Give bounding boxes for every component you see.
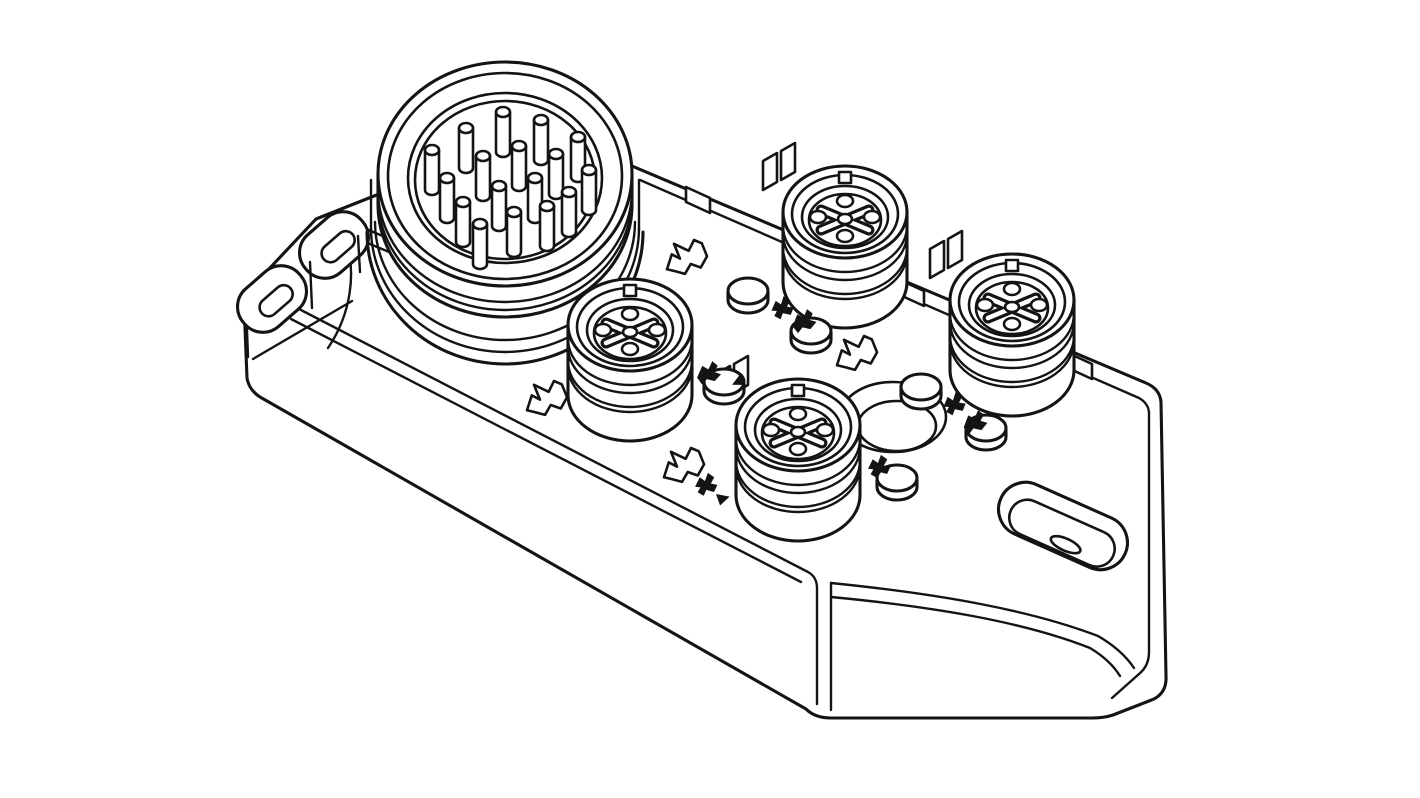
mounting-slot: [996, 480, 1130, 572]
m12-port-4: [736, 379, 860, 541]
m12-port-3: [950, 254, 1074, 416]
drawing-root: [235, 60, 1168, 720]
main-connector-m23: [365, 60, 645, 366]
mounting-flange: [235, 210, 371, 334]
m12-port-2: [568, 279, 692, 441]
m12-port-1: [783, 166, 907, 328]
